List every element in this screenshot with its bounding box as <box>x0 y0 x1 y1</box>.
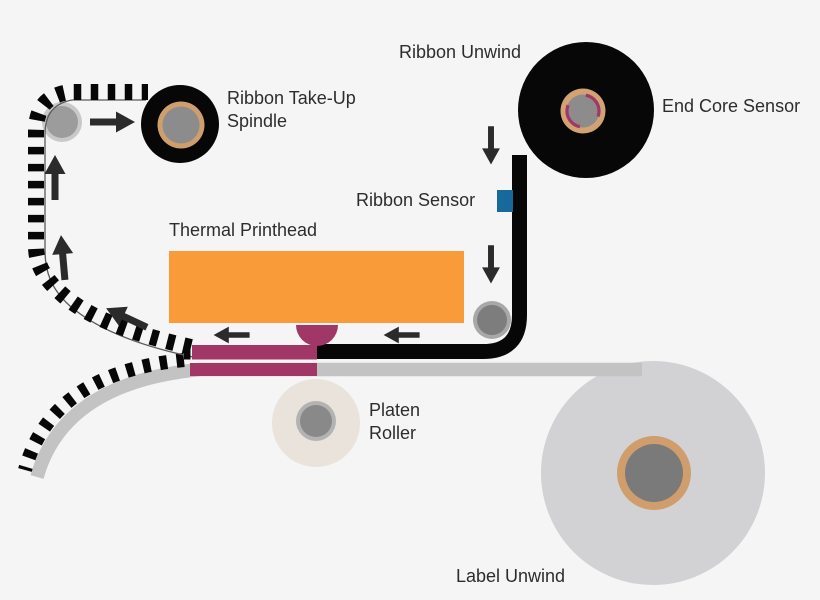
thermal-printhead-block <box>169 251 464 323</box>
flow-arrow-left-up-icon <box>44 155 66 200</box>
ribbon-web-path <box>317 155 527 359</box>
takeup-spindle-hub <box>162 106 200 144</box>
thermal-printhead-label: Thermal Printhead <box>169 220 318 240</box>
flow-arrow-ribbon-down-lower-icon <box>482 245 500 284</box>
label-unwind-hub <box>625 444 683 502</box>
printed-label-dashes <box>18 353 185 472</box>
spent-ribbon-bar <box>192 345 317 360</box>
ribbon-unwind-label: Ribbon Unwind <box>399 42 522 62</box>
used-ribbon-dashes <box>28 84 193 355</box>
label-web-path <box>30 362 642 479</box>
ribbon-dash-tick <box>184 345 191 360</box>
platen-roller-hub <box>300 405 332 437</box>
ribbon-unwind-hub <box>566 94 600 128</box>
ribbon-takeup-spindle-label: Ribbon Take-Up Spindle <box>227 88 356 131</box>
flow-arrows <box>44 111 500 344</box>
flow-arrow-ribbon-down-upper-icon <box>482 126 500 165</box>
end-core-indicator-arc <box>565 93 601 129</box>
flow-arrow-under-printhead-icon <box>383 326 420 344</box>
flow-arrow-lower-left-up-icon <box>52 235 74 281</box>
printed-label-bar <box>190 363 317 376</box>
flow-arrow-nip-exit-icon <box>213 326 250 344</box>
guide-roller-right-hub <box>477 305 507 335</box>
ribbon-sensor-block <box>497 190 513 212</box>
guide-roller-left-hub <box>46 106 78 138</box>
platen-roller-label: Platen Roller <box>369 400 421 443</box>
end-core-sensor-label: End Core Sensor <box>662 96 801 116</box>
printhead-element-bump <box>296 325 338 346</box>
flow-arrow-to-spindle-icon <box>90 111 135 133</box>
flow-arrow-used-ribbon-icon <box>106 306 149 331</box>
label-unwind-label: Label Unwind <box>456 566 566 586</box>
ribbon-sensor-label: Ribbon Sensor <box>356 190 476 210</box>
